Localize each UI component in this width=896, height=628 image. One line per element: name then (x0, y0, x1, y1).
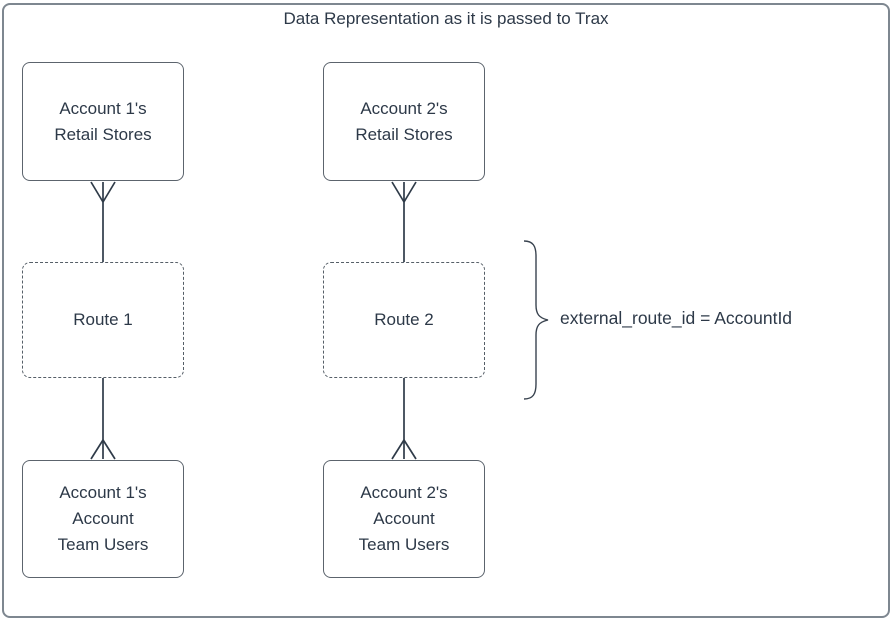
node-route-1: Route 1 (22, 262, 184, 378)
node-account1-team-users: Account 1's Account Team Users (22, 460, 184, 578)
node-account2-team-users: Account 2's Account Team Users (323, 460, 485, 578)
diagram-title: Data Representation as it is passed to T… (283, 9, 609, 28)
node-route-2: Route 2 (323, 262, 485, 378)
route-annotation-label: external_route_id = AccountId (560, 308, 793, 328)
node-account2-retail-stores: Account 2's Retail Stores (323, 62, 485, 181)
node-account1-retail-stores: Account 1's Retail Stores (22, 62, 184, 181)
